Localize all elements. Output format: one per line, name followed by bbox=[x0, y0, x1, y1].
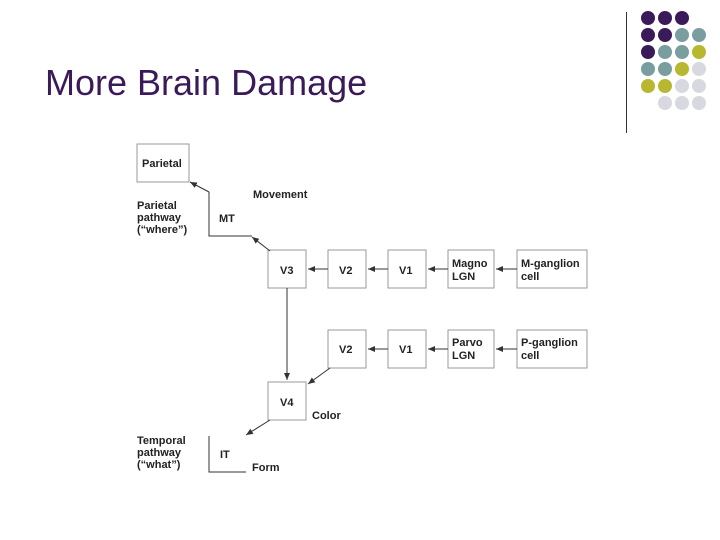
box-m-ganglion-line2: cell bbox=[521, 271, 539, 283]
box-v3-label: V3 bbox=[280, 265, 293, 277]
box-v1-bottom: V1 bbox=[387, 329, 427, 369]
box-m-ganglion-line1: M-ganglion bbox=[521, 258, 580, 270]
box-parvo-lgn-line1: Parvo bbox=[452, 337, 483, 349]
box-p-ganglion-line2: cell bbox=[521, 350, 539, 362]
slide-title: More Brain Damage bbox=[45, 62, 368, 103]
decorative-dot bbox=[675, 96, 689, 110]
box-p-ganglion: P-ganglion cell bbox=[516, 329, 588, 369]
arrow-v3-to-mt bbox=[251, 236, 271, 252]
form-label: Form bbox=[252, 462, 280, 474]
decorative-dot bbox=[692, 79, 706, 93]
decorative-dot bbox=[641, 11, 655, 25]
box-v4-label: V4 bbox=[280, 397, 294, 409]
parietal-pathway-line2: pathway bbox=[137, 212, 182, 224]
it-area-outline bbox=[208, 436, 246, 473]
box-v1-top: V1 bbox=[387, 249, 427, 289]
decorative-dot bbox=[675, 11, 689, 25]
decorative-dot bbox=[658, 96, 672, 110]
decorative-dot bbox=[641, 79, 655, 93]
title-divider bbox=[626, 12, 627, 133]
color-label: Color bbox=[312, 410, 341, 422]
decorative-dot bbox=[658, 79, 672, 93]
temporal-pathway-line2: pathway bbox=[137, 447, 182, 459]
mt-area-outline bbox=[208, 192, 252, 237]
box-v1-bottom-label: V1 bbox=[399, 344, 412, 356]
box-parvo-lgn-line2: LGN bbox=[452, 350, 475, 362]
box-v2-top-label: V2 bbox=[339, 265, 352, 277]
decorative-dot bbox=[692, 45, 706, 59]
decorative-dot bbox=[692, 28, 706, 42]
decorative-dot bbox=[692, 62, 706, 76]
it-label: IT bbox=[220, 449, 230, 461]
box-parietal-label: Parietal bbox=[142, 158, 182, 170]
decorative-dot bbox=[675, 62, 689, 76]
box-v3: V3 bbox=[267, 249, 307, 289]
decorative-dot bbox=[658, 62, 672, 76]
movement-label: Movement bbox=[253, 189, 308, 201]
arrow-v2-to-v4 bbox=[307, 367, 331, 385]
box-m-ganglion: M-ganglion cell bbox=[516, 249, 588, 289]
box-v1-top-label: V1 bbox=[399, 265, 412, 277]
temporal-pathway-line1: Temporal bbox=[137, 435, 186, 447]
box-v2-top: V2 bbox=[327, 249, 367, 289]
decorative-dot bbox=[675, 79, 689, 93]
decorative-dot bbox=[641, 28, 655, 42]
box-parietal: Parietal bbox=[136, 143, 190, 183]
box-v2-bottom: V2 bbox=[327, 329, 367, 369]
arrow-v4-to-it bbox=[245, 419, 271, 436]
parietal-pathway-line1: Parietal bbox=[137, 200, 177, 212]
decorative-dot bbox=[675, 28, 689, 42]
decorative-dot bbox=[641, 45, 655, 59]
temporal-pathway-line3: (“what”) bbox=[137, 459, 181, 471]
decorative-dot bbox=[692, 96, 706, 110]
arrow-mt-to-parietal bbox=[189, 181, 210, 193]
parietal-pathway-line3: (“where”) bbox=[137, 224, 187, 236]
mt-label: MT bbox=[219, 213, 235, 225]
decorative-dot bbox=[658, 45, 672, 59]
box-magno-lgn-line1: Magno bbox=[452, 258, 488, 270]
decorative-dot bbox=[675, 45, 689, 59]
box-magno-lgn-line2: LGN bbox=[452, 271, 475, 283]
box-parvo-lgn: Parvo LGN bbox=[447, 329, 495, 369]
decorative-dot bbox=[641, 62, 655, 76]
box-magno-lgn: Magno LGN bbox=[447, 249, 495, 289]
box-p-ganglion-line1: P-ganglion bbox=[521, 337, 578, 349]
decorative-dot bbox=[658, 11, 672, 25]
box-v4: V4 bbox=[267, 381, 307, 421]
box-v2-bottom-label: V2 bbox=[339, 344, 352, 356]
decorative-dot bbox=[658, 28, 672, 42]
